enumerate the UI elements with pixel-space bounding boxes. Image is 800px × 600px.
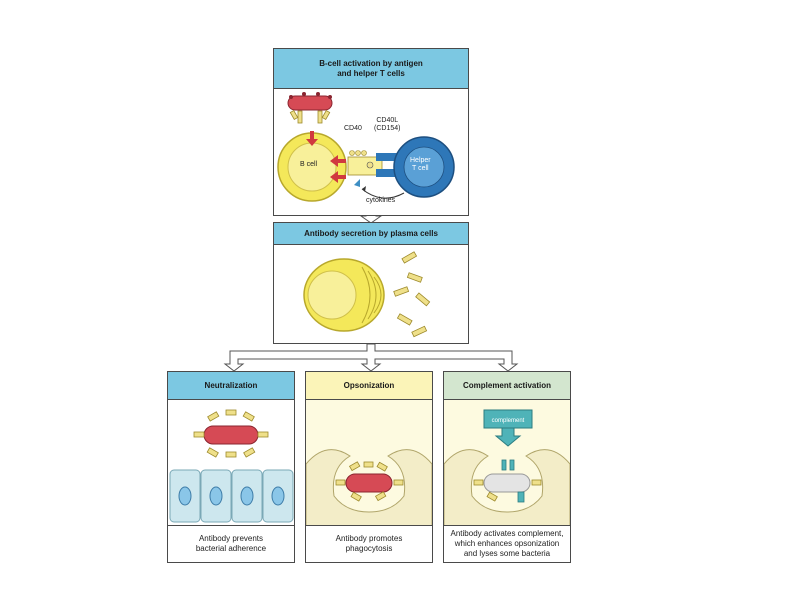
panel-complement: Complement activation complement — [443, 371, 571, 563]
bacterium — [345, 473, 393, 493]
panel-neutralization: Neutralization — [167, 371, 295, 563]
panel-title-complement: Complement activation — [444, 372, 570, 400]
panel-title-opsonization: Opsonization — [306, 372, 432, 400]
complement-proteins — [501, 459, 525, 503]
cytokines-arrow — [361, 188, 405, 199]
cd40l-label: CD40L (CD154) — [374, 117, 401, 132]
complement-label: complement — [491, 418, 525, 424]
epithelial-cells — [169, 469, 294, 523]
bound-antibodies — [335, 461, 404, 502]
antigen-bacterium — [287, 92, 333, 111]
helper-t-label: Helper T cell — [410, 157, 431, 172]
secretion-illustration — [274, 245, 468, 344]
panel-opsonization: Opsonization Antibody promotes phagocyto… — [305, 371, 433, 563]
bound-antibodies — [193, 409, 269, 458]
b-cell-label: B cell — [300, 161, 318, 168]
complement-svg — [444, 409, 570, 526]
bound-antibodies — [473, 479, 542, 502]
arrow-branch — [223, 343, 519, 372]
neutralization-svg — [169, 409, 294, 523]
caption-complement: Antibody activates complement, which enh… — [444, 525, 570, 562]
bcr-receptors — [289, 109, 331, 124]
cd40-synapse — [347, 150, 398, 177]
cytokines-label: cytokines — [366, 197, 396, 204]
activation-illustration: B cell Helper T cell CD40 CD40L (CD154) … — [274, 89, 468, 216]
secretion-svg — [303, 251, 431, 338]
bacterium — [203, 425, 259, 445]
lysed-bacterium — [483, 473, 531, 493]
complement-illustration: complement — [444, 400, 570, 526]
phagocyte — [306, 449, 432, 526]
phagocyte — [444, 449, 570, 526]
activation-svg — [277, 92, 455, 202]
secreted-antibodies — [393, 251, 431, 338]
panel-bcell-activation: B-cell activation by antigen and helper … — [273, 48, 469, 216]
caption-opsonization: Antibody promotes phagocytosis — [306, 525, 432, 562]
opsonization-svg — [306, 449, 432, 526]
caption-neutralization: Antibody prevents bacterial adherence — [168, 525, 294, 562]
panel-title-secretion: Antibody secretion by plasma cells — [274, 223, 468, 245]
plasma-cell — [303, 258, 385, 332]
panel-title-neutralization: Neutralization — [168, 372, 294, 400]
complement-box — [483, 409, 533, 447]
panel-antibody-secretion: Antibody secretion by plasma cells — [273, 222, 469, 344]
panel-title-activation: B-cell activation by antigen and helper … — [274, 49, 468, 89]
cd40-label: CD40 — [344, 125, 362, 132]
neutralization-illustration — [168, 400, 294, 526]
opsonization-illustration — [306, 400, 432, 526]
